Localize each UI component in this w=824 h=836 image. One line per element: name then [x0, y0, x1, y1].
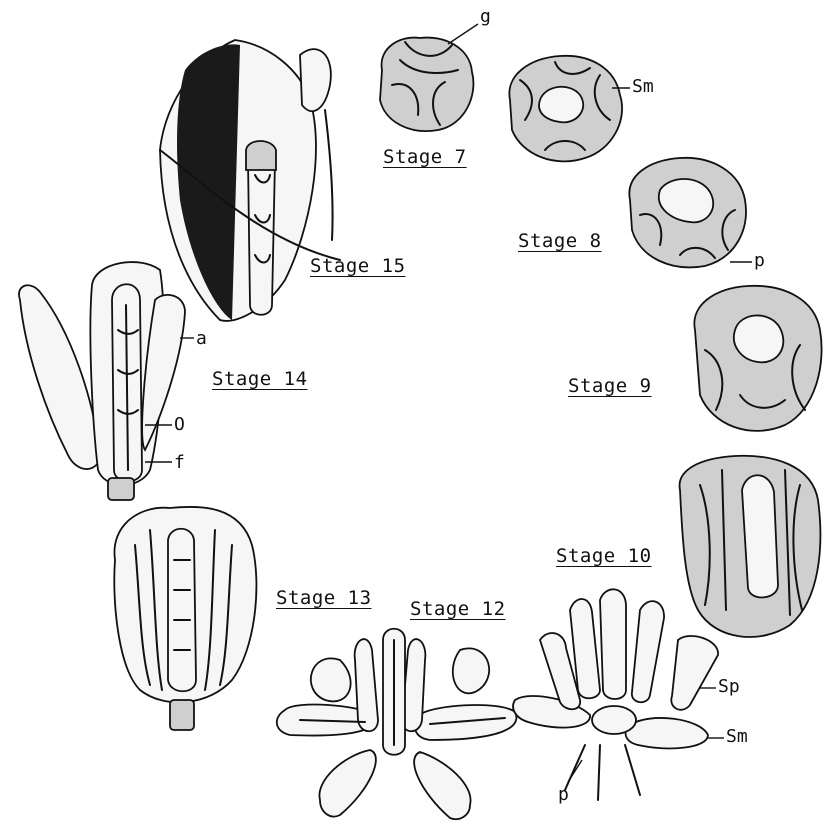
part-label-f: f: [174, 452, 185, 473]
part-label-sp: Sp: [718, 676, 740, 697]
stage-15-flower: [160, 40, 340, 321]
stage-10-label: Stage 10: [556, 545, 652, 567]
stage-9-label: Stage 9: [568, 375, 652, 397]
stage-7-label: Stage 7: [383, 146, 467, 168]
stage-14-label: Stage 14: [212, 368, 308, 390]
stage-9-bud: [694, 286, 821, 431]
stage-8-bud: [509, 56, 622, 162]
stage-13-label: Stage 13: [276, 587, 372, 609]
stage-11-flower: [513, 589, 718, 800]
stage-8-bud-open: [629, 158, 746, 268]
g-pointer: [448, 24, 478, 44]
stage-10-bud: [680, 456, 821, 637]
stage-12-flower: [277, 629, 517, 819]
stage-12-label: Stage 12: [410, 598, 506, 620]
part-label-sm-open: Sm: [726, 726, 748, 747]
stage-8-label: Stage 8: [518, 230, 602, 252]
p-open-pointer: [568, 760, 582, 782]
part-label-o: O: [174, 414, 185, 435]
part-label-a: a: [196, 328, 207, 349]
part-label-g: g: [480, 6, 491, 27]
stage-7-bud: [380, 38, 473, 131]
stage-13-flower: [114, 507, 256, 730]
part-label-p-bud: p: [754, 250, 765, 271]
part-label-sm-bud: Sm: [632, 76, 654, 97]
stage-14-flower: [19, 262, 185, 500]
stage-15-label: Stage 15: [310, 255, 406, 277]
part-label-p-open: p: [558, 784, 569, 805]
